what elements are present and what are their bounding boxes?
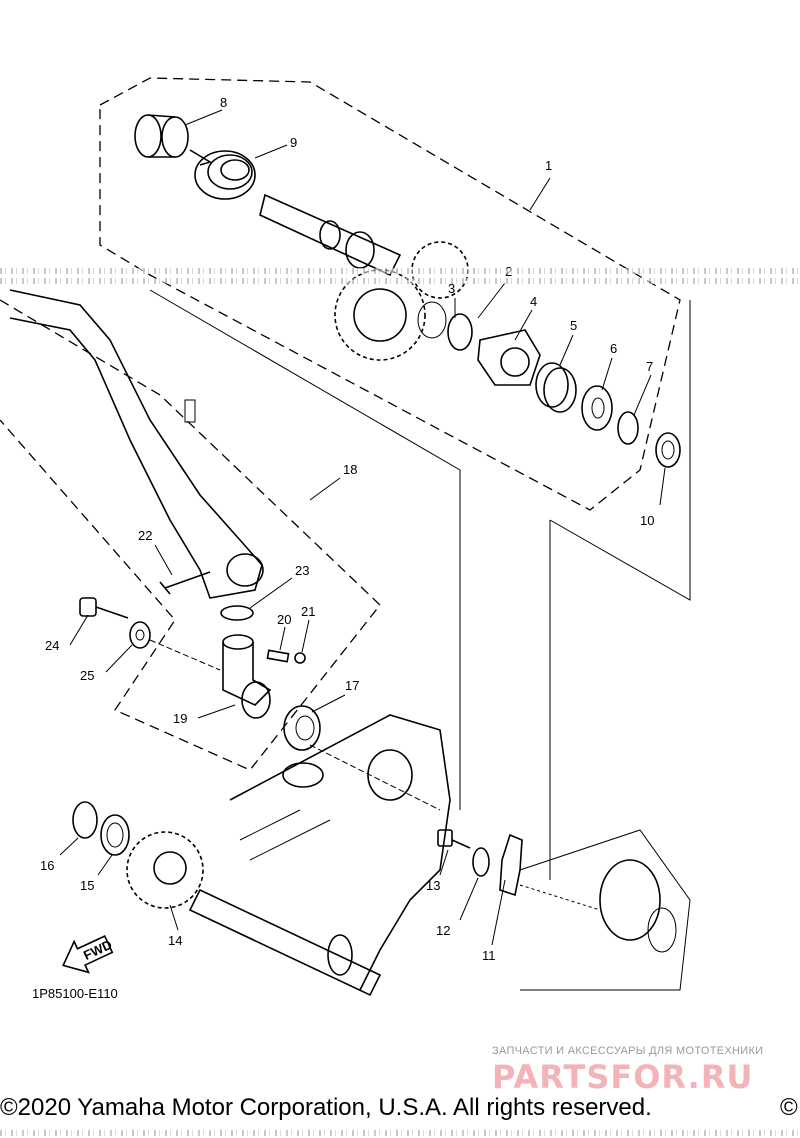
callout-24: 24: [45, 638, 59, 653]
spring-5: [535, 362, 577, 413]
callout-5: 5: [570, 318, 577, 333]
callout-13: 13: [426, 878, 440, 893]
callouts: 1 2 3 4 5 6 7 8 9 10 11 12 13 14 15 16 1: [40, 95, 666, 963]
plate-11: [499, 833, 523, 897]
boss-19: [222, 634, 272, 719]
idle-gear-14: [126, 831, 204, 909]
copyright-notice: ©2020 Yamaha Motor Corporation, U.S.A. A…: [0, 1094, 652, 1121]
callout-9: 9: [290, 135, 297, 150]
callout-10: 10: [640, 513, 654, 528]
callout-15: 15: [80, 878, 94, 893]
o-ring-23: [220, 605, 254, 621]
washer-10: [655, 432, 681, 468]
watermark-tagline: ЗАПЧАСТИ И АКСЕССУАРЫ ДЛЯ МОТОТЕХНИКИ: [492, 1045, 764, 1057]
washer-12: [472, 847, 490, 877]
spring-20: [266, 649, 290, 663]
group-18-outline: [0, 299, 381, 771]
collar-8: [134, 114, 189, 158]
callout-12: 12: [436, 923, 450, 938]
callout-11: 11: [482, 948, 496, 963]
oil-seal-17: [283, 705, 321, 751]
callout-20: 20: [277, 612, 291, 627]
bolt-24: [79, 597, 129, 619]
scan-noise-band: [0, 268, 800, 274]
watermark-logo: PARTSFOR.RU: [492, 1058, 754, 1096]
callout-14: 14: [168, 933, 182, 948]
callout-16: 16: [40, 858, 54, 873]
callout-22: 22: [138, 528, 152, 543]
callout-8: 8: [220, 95, 227, 110]
diagram-code: 1P85100-E110: [32, 986, 118, 1001]
callout-21: 21: [301, 604, 315, 619]
washer-15: [100, 814, 130, 856]
callout-3: 3: [448, 281, 455, 296]
lower-bracket-outline: [149, 289, 461, 810]
copyright-symbol: ©: [780, 1094, 798, 1121]
screw-22: [159, 571, 211, 595]
callout-23: 23: [295, 563, 309, 578]
callout-4: 4: [530, 294, 537, 309]
scan-noise-band: [0, 1130, 800, 1136]
right-bracket-outline: [549, 300, 691, 880]
circlip-16: [72, 801, 98, 839]
circlip-7: [617, 411, 639, 445]
callout-1: 1: [545, 158, 552, 173]
callout-19: 19: [173, 711, 187, 726]
callout-17: 17: [345, 678, 359, 693]
callout-18: 18: [343, 462, 357, 477]
torsion-spring-9: [189, 149, 256, 200]
fwd-arrow-icon: FWD: [62, 935, 114, 974]
bolt-13: [437, 829, 471, 849]
callout-7: 7: [646, 359, 653, 374]
scan-noise-band: [0, 278, 800, 284]
kick-shaft: [259, 193, 402, 277]
lower-shaft: [188, 888, 382, 997]
callout-6: 6: [610, 341, 617, 356]
washer-6: [581, 385, 613, 431]
ratchet-4: [477, 329, 541, 386]
ball-21: [294, 652, 306, 664]
callout-25: 25: [80, 668, 94, 683]
circlip-3: [417, 301, 473, 351]
group-1-outline: [99, 77, 681, 511]
kick-crank-18: [9, 289, 264, 599]
crankcase-cover: [229, 714, 691, 991]
washer-25: [129, 621, 151, 649]
